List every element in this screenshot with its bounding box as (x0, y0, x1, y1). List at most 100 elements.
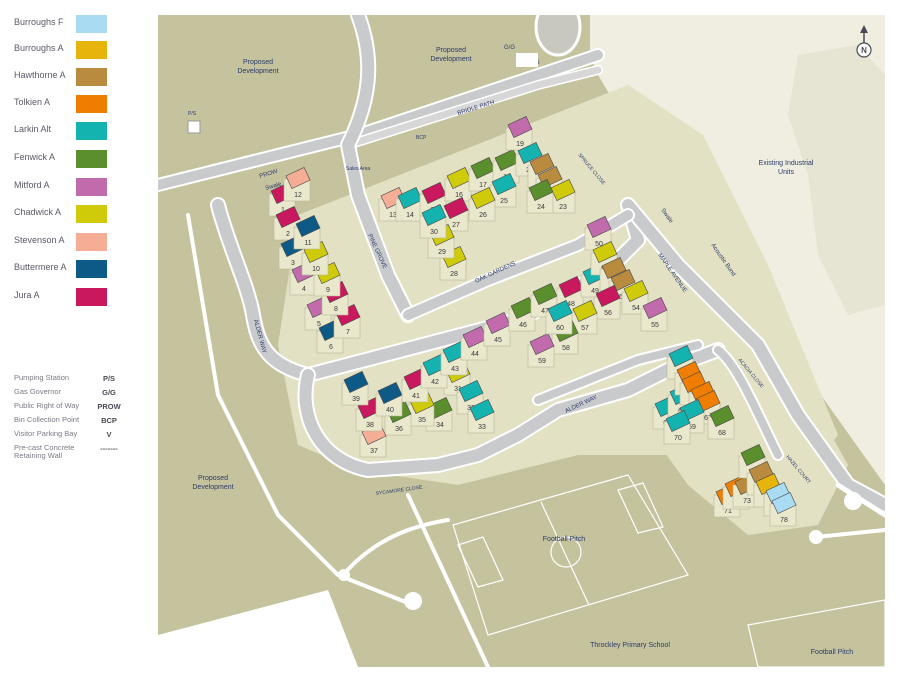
plot-number: 39 (352, 396, 360, 403)
legend-item: Hawthorne A (14, 68, 110, 88)
plot-house (642, 297, 668, 319)
plot-number: 29 (438, 249, 446, 256)
plot[interactable]: 68 (707, 405, 735, 440)
plot[interactable]: 46 (508, 297, 536, 332)
legend-item-label: Fenwick A (14, 152, 56, 162)
plot-house (446, 167, 472, 189)
plot-house (668, 345, 694, 367)
legend-color-swatch (76, 233, 107, 251)
plot[interactable]: 26 (468, 187, 496, 222)
plot[interactable]: 30 (419, 204, 447, 239)
plot-number: 48 (567, 301, 575, 308)
plot-number: 60 (556, 325, 564, 332)
legend-item-label: Tolkien A (14, 97, 51, 107)
plot-house (532, 283, 558, 305)
plot-house (586, 216, 612, 238)
legend-item: Stevenson A (14, 233, 110, 253)
plot-number: 8 (334, 306, 338, 313)
plot[interactable]: 56 (593, 285, 621, 320)
plot[interactable]: 14 (395, 187, 423, 222)
legend-item: Burroughs A (14, 41, 110, 61)
legend-color-swatch (76, 260, 107, 278)
plot-house (458, 380, 484, 402)
plot[interactable]: 39 (341, 371, 369, 406)
plot-number: 42 (431, 379, 439, 386)
plot[interactable]: 57 (570, 300, 598, 335)
plot[interactable]: 59 (527, 333, 555, 368)
plot[interactable]: 45 (483, 312, 511, 347)
plot[interactable]: 19 (505, 116, 533, 151)
bin-collection-label: BCP (416, 135, 427, 141)
turning-head (809, 530, 823, 544)
plot-number: 9 (326, 287, 330, 294)
legend-color-swatch (76, 15, 107, 33)
plot[interactable]: 40 (375, 382, 403, 417)
legend-item: Buttermere A (14, 260, 110, 280)
legend-color-swatch (76, 150, 107, 168)
plot[interactable]: 78 (769, 492, 797, 527)
track (534, 15, 582, 57)
key-item-label: Bin Collection Point (14, 415, 80, 424)
pumping-station-icon (187, 120, 201, 134)
plot-number: 35 (418, 417, 426, 424)
plot-number: 40 (386, 407, 394, 414)
football-pitch-label-1: Football Pitch (543, 536, 586, 543)
key-item-code: BCP (101, 416, 117, 425)
plot-number: 36 (395, 426, 403, 433)
plot-house (343, 371, 369, 393)
plot[interactable]: 25 (489, 173, 517, 208)
plot[interactable]: 24 (526, 179, 554, 214)
plot-number: 19 (516, 141, 524, 148)
plot-number: 12 (294, 192, 302, 199)
plot[interactable]: 33 (467, 399, 495, 434)
plot[interactable]: 12 (283, 167, 311, 202)
plot[interactable]: 11 (293, 215, 321, 250)
plot-number: 38 (366, 422, 374, 429)
plot[interactable]: 60 (545, 300, 573, 335)
turning-head (844, 492, 862, 510)
plot[interactable]: 44 (460, 326, 488, 361)
legend-item-label: Stevenson A (14, 235, 65, 245)
plot-number: 33 (478, 424, 486, 431)
legend-item-label: Hawthorne A (14, 70, 66, 80)
legend-color-swatch (76, 95, 107, 113)
site-plan-map[interactable]: 1234567891011121314151617181920212223242… (158, 15, 885, 667)
plot-number: 59 (538, 358, 546, 365)
plot-number: 54 (632, 305, 640, 312)
turning-head (338, 569, 350, 581)
legend-color-swatch (76, 288, 107, 306)
plot-number: 49 (591, 288, 599, 295)
plot-number: 4 (302, 286, 306, 293)
plot-house (397, 187, 423, 209)
plot-number: 34 (436, 422, 444, 429)
sales-area-label: Sales Area (346, 166, 370, 172)
plot-house (740, 444, 766, 466)
plot-house (529, 333, 555, 355)
plot[interactable]: 37 (359, 423, 387, 458)
legend-item: Larkin Alt (14, 122, 110, 142)
plot-number: 17 (479, 182, 487, 189)
key-item-code: V (106, 430, 112, 439)
plot[interactable]: 23 (548, 179, 576, 214)
plot-number: 2 (286, 231, 290, 238)
plot-house (507, 116, 533, 138)
plot[interactable]: 55 (640, 297, 668, 332)
plot[interactable]: 70 (663, 410, 691, 445)
legend-item-label: Larkin Alt (14, 124, 52, 134)
plot-number: 13 (389, 212, 397, 219)
football-pitch-label-2: Football Pitch (811, 649, 854, 656)
plot-number: 73 (743, 498, 751, 505)
plot-house (491, 173, 517, 195)
plot[interactable]: 54 (621, 280, 649, 315)
north-label: N (861, 46, 867, 55)
plot-house (709, 405, 735, 427)
plot[interactable]: 17 (468, 157, 496, 192)
legend-item: Mitford A (14, 178, 110, 198)
plot-number: 5 (317, 321, 321, 328)
